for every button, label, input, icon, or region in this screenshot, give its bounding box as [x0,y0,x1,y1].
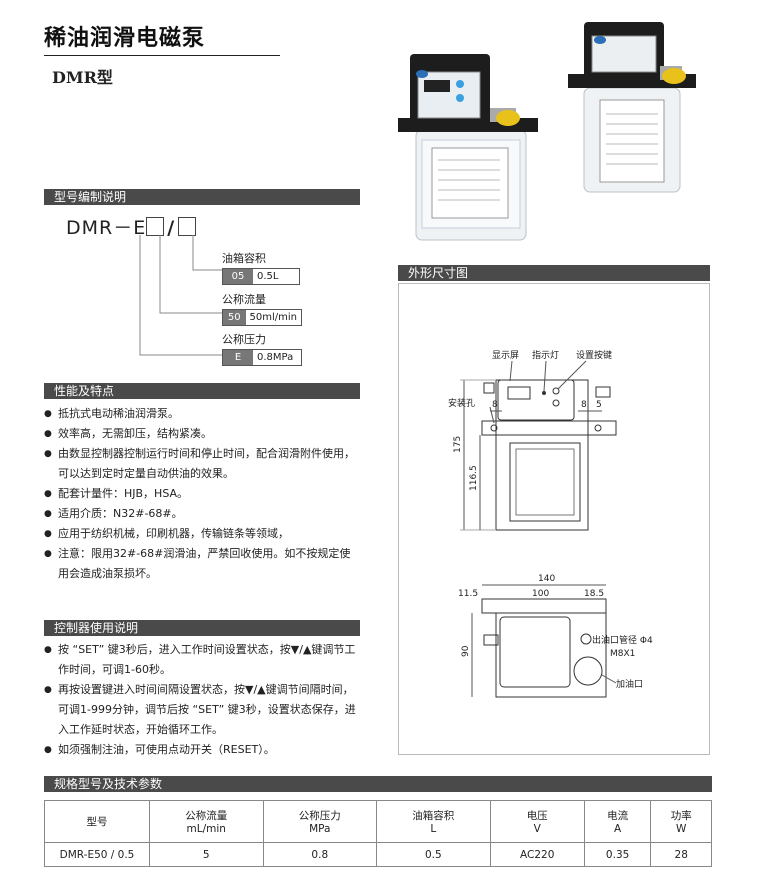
label-display: 显示屏 [492,350,519,361]
dim-8a: 8 [492,400,498,410]
spec-cell: 28 [650,842,712,867]
leader-display [509,360,513,382]
model-subtitle: DMR型 [52,68,113,87]
feature-item: 配套计量件：HJB，HSA。 [44,484,360,504]
leader-indicator [543,360,547,392]
inlet-fitting-left [483,382,495,394]
section-features-header: 性能及特点 [44,383,360,399]
outlet-fitting-right [595,386,611,398]
product-photos [398,22,696,241]
dim-5: 5 [596,400,602,410]
controller-note: 再按设置键进入时间间隔设置状态，按▼/▲键调节间隔时间，可调1-999分钟，调节… [44,680,360,740]
spec-data-row: DMR-E50 / 0.5 5 0.8 0.5 AC220 0.35 28 [44,842,712,867]
mount-hole-right [594,424,602,432]
top-bracket [481,598,607,614]
label-mount-hole: 安装孔 [448,397,475,409]
display-screen [507,386,531,400]
section-coding-header: 型号编制说明 [44,189,360,205]
section-specs-header: 规格型号及技术参数 [44,776,712,792]
spec-cell: 0.8 [262,842,378,867]
label-inlet: 加油口 [616,678,643,690]
dim-90: 90 [461,645,471,657]
dim-140: 140 [538,574,555,584]
pump-photo-standard [568,22,696,193]
title-divider [44,55,280,56]
pump-photo-digital [398,54,538,241]
code-leader-lines [139,235,222,356]
dim-8b: 8 [581,400,587,410]
spec-cell: 0.5 [376,842,491,867]
top-fitting [483,634,499,646]
model-code: DMR－E / [66,213,197,240]
model-code-box-2 [178,217,197,236]
section-dimensions-header: 外形尺寸图 [398,265,710,281]
fill-cap [573,656,603,686]
dim-11-5: 11.5 [458,589,478,599]
section-controller-header: 控制器使用说明 [44,620,360,636]
code-desc: 50ml/min [245,310,301,325]
feature-item: 由数显控制器控制运行时间和停止时间，配合润滑附件使用，可以达到定时定量自动供油的… [44,444,360,484]
feature-item: 抵抗式电动稀油润滑泵。 [44,404,360,424]
controller-notes: 按 “SET” 键3秒后，进入工作时间设置状态，按▼/▲键调节工作时间，可调1-… [44,640,360,760]
code-desc: 0.5L [253,269,283,284]
dim-116-5: 116.5 [469,465,479,491]
code-desc: 0.8MPa [253,350,298,365]
dimension-drawing-frame [398,283,710,755]
spec-cell: 5 [149,842,264,867]
set-key-up [552,387,560,395]
top-body [495,612,607,698]
label-thread: M8X1 [610,649,635,659]
label-outlet: 出油口管径 Φ4 [592,634,653,646]
spec-header: 型号 [44,800,150,843]
feature-item: 适用介质：N32#-68#。 [44,504,360,524]
label-set-key: 设置按键 [576,349,612,361]
front-window-inner [515,448,575,516]
controller-box [497,379,575,421]
feature-item: 效率高，无需卸压，结构紧凑。 [44,424,360,444]
code-label: 公称压力 [222,333,266,346]
spec-cell: 0.35 [583,842,652,867]
dim-18-5: 18.5 [584,589,604,599]
model-code-box-1 [146,217,165,236]
code-label: 油箱容积 [222,252,266,265]
feature-item: 应用于纺织机械，印刷机器，传输链条等领域， [44,524,360,544]
controller-note: 如须强制注油，可使用点动开关（RESET）。 [44,740,360,760]
code-value: 50 [223,310,246,325]
mount-hole-left [490,424,498,432]
label-indicator: 指示灯 [532,349,559,361]
model-code-slash: / [167,217,176,239]
dim-175: 175 [453,436,463,453]
outlet-port [580,633,592,645]
model-code-prefix: DMR－E [66,217,147,239]
front-window [509,442,581,522]
spec-cell: DMR-E50 / 0.5 [44,842,150,867]
code-value: E [223,350,253,365]
top-controller [499,616,571,688]
mount-bracket [481,420,617,436]
code-value: 05 [223,269,253,284]
feature-item: 注意：限用32#-68#润滑油，严禁回收使用。如不按规定使用会造成油泵损坏。 [44,544,360,584]
indicator-light [542,391,546,395]
page-title: 稀油润滑电磁泵 [44,26,206,51]
dimension-drawing: 显示屏 指示灯 设置按键 安装孔 8 8 5 175 116.5 140 11.… [448,349,653,698]
code-label: 公称流量 [222,293,266,306]
leader-mount-hole [489,406,495,424]
set-key-down [552,399,560,407]
controller-note: 按 “SET” 键3秒后，进入工作时间设置状态，按▼/▲键调节工作时间，可调1-… [44,640,360,680]
dim-100: 100 [532,589,549,599]
feature-list: 抵抗式电动稀油润滑泵。 效率高，无需卸压，结构紧凑。 由数显控制器控制运行时间和… [44,404,360,584]
leader-set-key [557,360,587,390]
spec-cell: AC220 [489,842,585,867]
